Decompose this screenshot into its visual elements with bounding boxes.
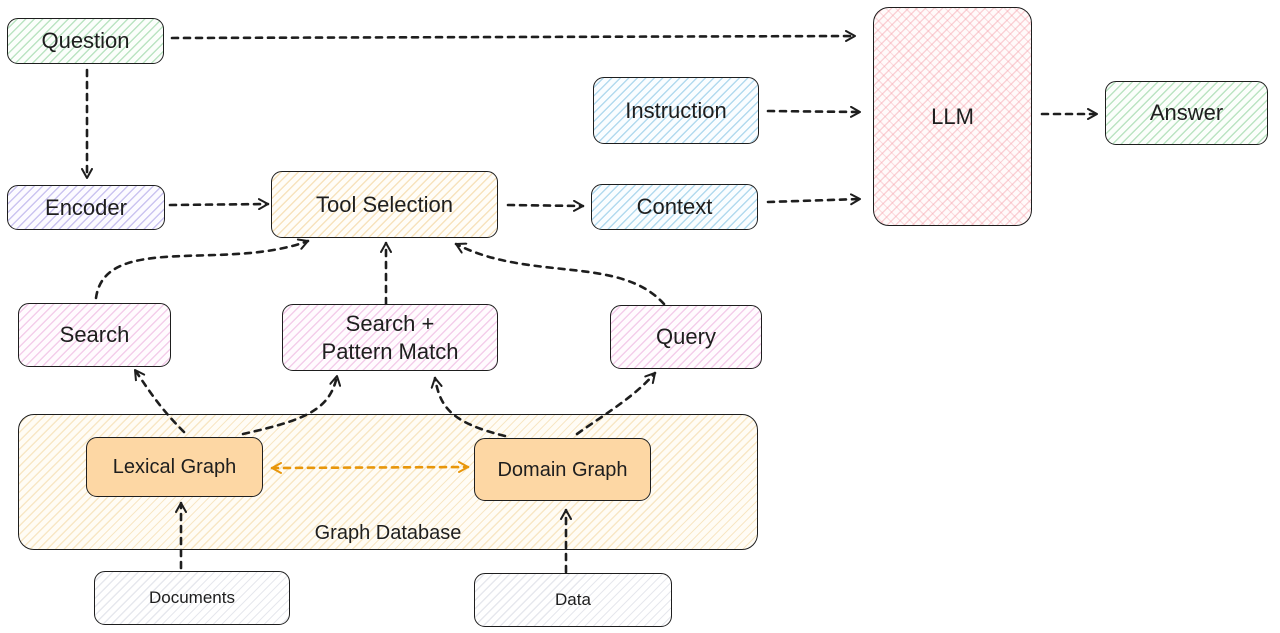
encoder-label: Encoder (45, 194, 127, 220)
arrow-domain-pattern (430, 376, 507, 438)
documents-node: Documents (94, 571, 290, 625)
data-label: Data (555, 590, 591, 609)
arrow-lexical-search (133, 368, 186, 434)
arrow-encoder-tool (168, 198, 270, 211)
answer-node: Answer (1105, 81, 1268, 145)
arrow-lexical-pattern (241, 374, 342, 436)
search-pattern-line2: Pattern Match (321, 338, 459, 364)
data-node: Data (474, 573, 672, 627)
search-pattern-match-node: Search + Pattern Match (282, 304, 498, 371)
arrow-search-tool (94, 238, 310, 300)
tool-selection-node: Tool Selection (271, 171, 498, 238)
instruction-label: Instruction (625, 97, 727, 123)
arrow-query-tool (454, 242, 666, 306)
arrow-lexical-domain-bidirectional (270, 461, 470, 474)
llm-node: LLM (873, 7, 1032, 226)
instruction-node: Instruction (593, 77, 759, 144)
search-pattern-line1: Search + (345, 310, 435, 336)
tool-selection-label: Tool Selection (316, 191, 453, 217)
arrow-instruction-llm (766, 105, 862, 118)
encoder-node: Encoder (7, 185, 165, 230)
query-label: Query (656, 324, 716, 349)
lexical-graph-label: Lexical Graph (112, 456, 237, 478)
documents-label: Documents (149, 588, 235, 607)
arrow-domain-query (575, 371, 657, 436)
context-node: Context (591, 184, 758, 230)
search-label: Search (59, 322, 130, 347)
arrow-context-llm (766, 193, 862, 206)
answer-label: Answer (1149, 100, 1224, 125)
question-label: Question (41, 28, 130, 53)
llm-label: LLM (931, 103, 974, 129)
domain-graph-label: Domain Graph (497, 458, 628, 481)
search-node: Search (18, 303, 171, 367)
arrow-tool-context (506, 199, 585, 212)
context-label: Context (636, 194, 713, 219)
question-node: Question (7, 18, 164, 64)
query-node: Query (610, 305, 762, 369)
arrow-question-llm (170, 30, 857, 43)
lexical-graph-node: Lexical Graph (86, 437, 263, 497)
graph-database-label: Graph Database (314, 522, 462, 544)
domain-graph-node: Domain Graph (474, 438, 651, 501)
